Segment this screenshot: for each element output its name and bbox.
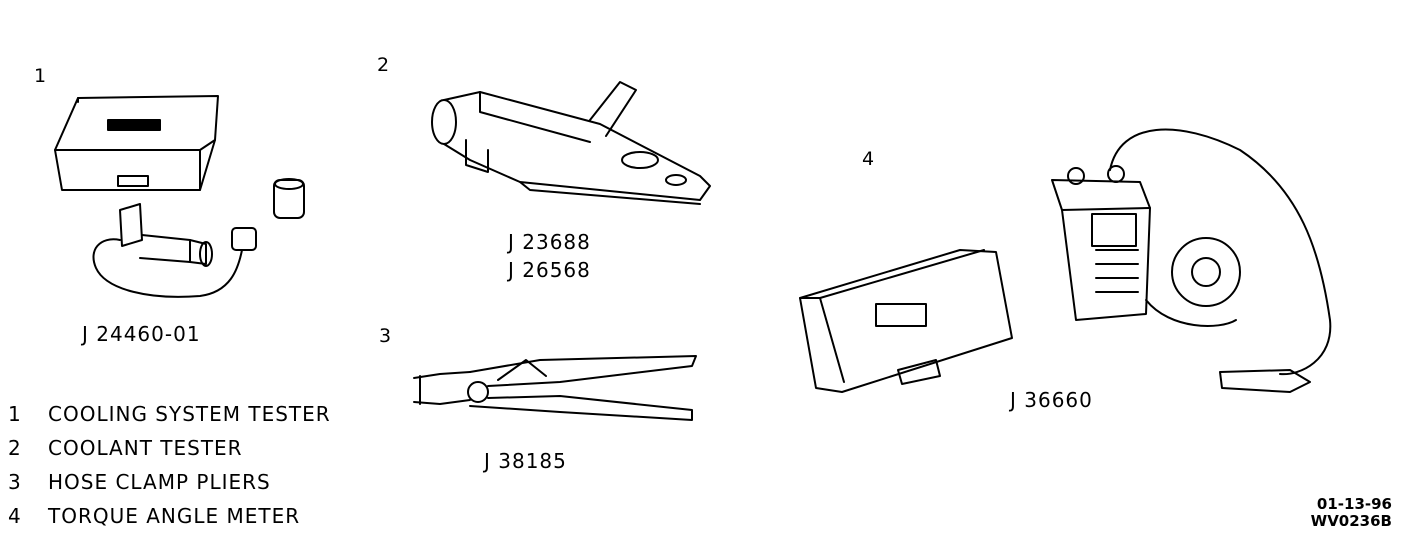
legend-label: COOLING SYSTEM TESTER [48,402,331,426]
stamp-date: 01-13-96 [1316,495,1392,513]
hose-clamp-pliers-drawing [413,355,697,421]
legend-label: HOSE CLAMP PLIERS [48,470,271,494]
legend-item: 2 COOLANT TESTER [8,436,331,470]
torque-angle-meter-drawing [1051,128,1332,393]
legend: 1 COOLING SYSTEM TESTER 2 COOLANT TESTER… [8,402,331,538]
part-number-tool-1: J 24460-01 [82,322,201,346]
legend-number: 2 [8,436,22,460]
part-number-tool-3: J 38185 [484,449,567,473]
figure-number-2: 2 [377,54,390,76]
part-number-tool-4: J 36660 [1010,388,1093,412]
cooling-system-tester-pump-drawing [92,178,305,298]
legend-item: 3 HOSE CLAMP PLIERS [8,470,331,504]
part-number-tool-2a: J 23688 [508,230,591,254]
figure-number-1: 1 [34,65,47,87]
figure-number-3: 3 [379,325,392,347]
stamp-code: WV0236B [1310,512,1392,530]
coolant-tester-drawing [431,81,711,205]
legend-item: 1 COOLING SYSTEM TESTER [8,402,331,436]
cooling-system-tester-case-drawing [54,95,219,191]
legend-number: 3 [8,470,22,494]
legend-item: 4 TORQUE ANGLE METER [8,504,331,538]
figure-number-4: 4 [862,148,875,170]
part-number-tool-2b: J 26568 [508,258,591,282]
torque-angle-meter-case-drawing [799,249,1013,393]
drawing-stamp: 01-13-96 WV0236B [1292,496,1392,530]
legend-number: 1 [8,402,22,426]
legend-label: TORQUE ANGLE METER [48,504,301,528]
legend-label: COOLANT TESTER [48,436,243,460]
legend-number: 4 [8,504,22,528]
